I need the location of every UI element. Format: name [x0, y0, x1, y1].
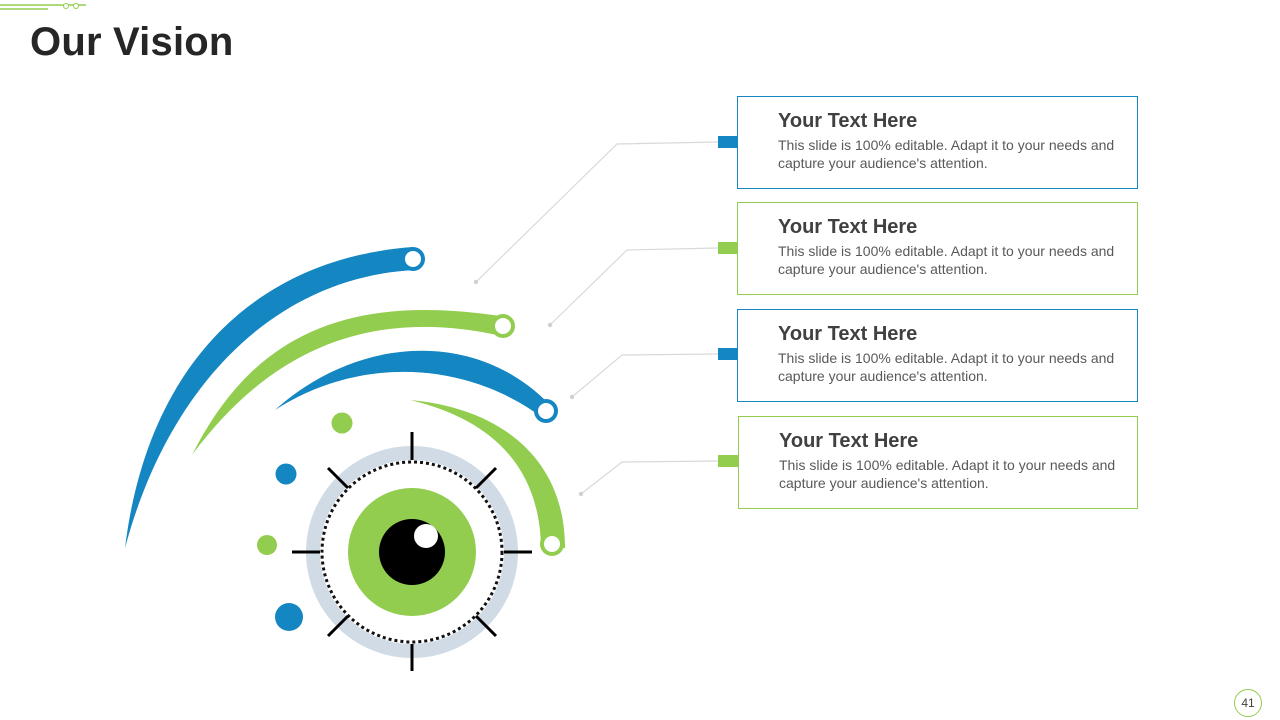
card-4-tab: [718, 455, 738, 467]
top-left-accent-lines: [0, 3, 86, 10]
card-1-tab: [718, 136, 738, 148]
arc-blue-2: [275, 350, 548, 422]
connector-dots: [473, 279, 584, 497]
card-heading: Your Text Here: [778, 110, 918, 132]
text-card-4[interactable]: Your Text Here This slide is 100% editab…: [738, 416, 1138, 509]
card-body: This slide is 100% editable. Adapt it to…: [778, 243, 1115, 277]
text-card-3[interactable]: Your Text Here This slide is 100% editab…: [737, 309, 1138, 402]
arc-outer-blue: [125, 247, 416, 548]
text-card-2[interactable]: Your Text Here This slide is 100% editab…: [737, 202, 1138, 295]
arc-green-1: [192, 309, 506, 455]
page-number: 41: [1234, 689, 1262, 717]
page-title: Our Vision: [30, 20, 234, 64]
card-heading: Your Text Here: [779, 430, 919, 452]
card-heading: Your Text Here: [778, 216, 918, 238]
eye-arcs: [125, 247, 565, 556]
connector-3: [571, 353, 719, 398]
connector-2: [549, 247, 719, 326]
connector-lines: [475, 141, 719, 495]
card-body: This slide is 100% editable. Adapt it to…: [778, 350, 1115, 384]
card-body: This slide is 100% editable. Adapt it to…: [778, 137, 1115, 171]
card-2-tab: [718, 242, 738, 254]
eye-icon: [292, 432, 532, 671]
card-heading: Your Text Here: [778, 323, 918, 345]
text-card-1[interactable]: Your Text Here This slide is 100% editab…: [737, 96, 1138, 189]
card-body: This slide is 100% editable. Adapt it to…: [779, 457, 1116, 491]
connector-4: [580, 460, 719, 495]
card-3-tab: [718, 348, 738, 360]
connector-1: [475, 141, 719, 283]
floating-dots: [257, 412, 353, 631]
